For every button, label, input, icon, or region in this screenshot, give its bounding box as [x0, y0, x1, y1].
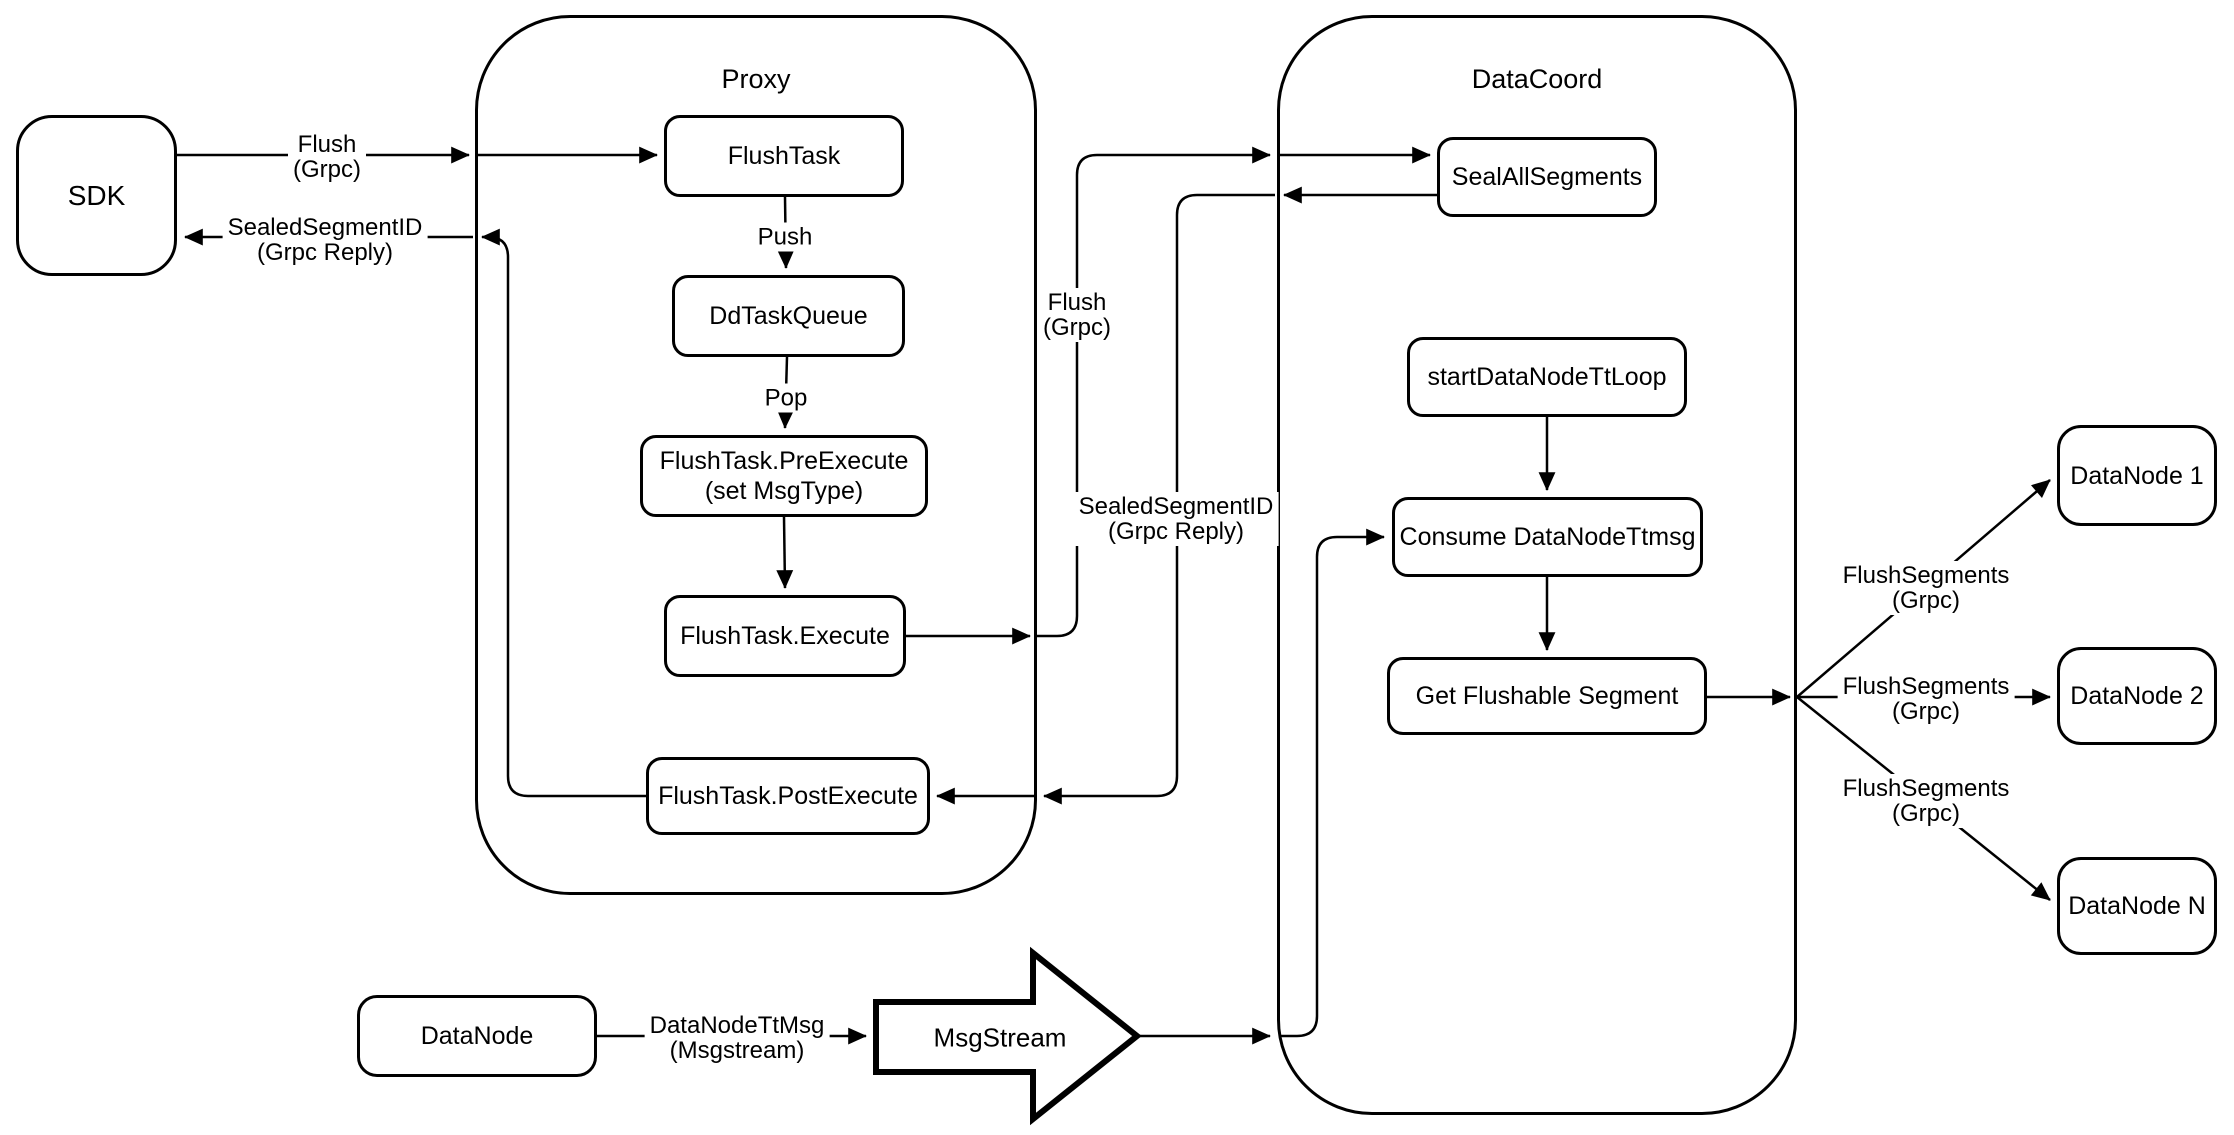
edge-label-flushsegments-1: FlushSegments (Grpc)	[1837, 561, 2015, 615]
datanode-node: DataNode	[357, 995, 597, 1077]
datacoord-container	[1277, 15, 1797, 1115]
edge-label-flush-grpc-corridor: Flush (Grpc)	[1038, 288, 1116, 342]
flushtask-postexecute-node: FlushTask.PostExecute	[646, 757, 930, 835]
edge-label-push: Push	[752, 222, 818, 252]
msgstream-label: MsgStream	[933, 1022, 1067, 1053]
consume-datanodettmsg-node: Consume DataNodeTtmsg	[1392, 497, 1703, 577]
ddtaskqueue-node: DdTaskQueue	[672, 275, 905, 357]
datanoden-node: DataNode N	[2057, 857, 2217, 955]
edge-preexecute-to-execute	[776, 516, 794, 589]
datacoord-title: DataCoord	[1471, 64, 1603, 94]
flushtask-preexecute-node: FlushTask.PreExecute (set MsgType)	[640, 435, 928, 517]
proxy-title: Proxy	[721, 64, 791, 94]
edge-label-pop: Pop	[759, 383, 813, 413]
edge-label-sealedsegmentid-corridor: SealedSegmentID (Grpc Reply)	[1073, 492, 1279, 546]
edge-label-sealedsegmentid-sdk: SealedSegmentID (Grpc Reply)	[222, 213, 428, 267]
flushtask-execute-node: FlushTask.Execute	[664, 595, 906, 677]
startdatanodettloop-node: startDataNodeTtLoop	[1407, 337, 1687, 417]
edge-label-datanodettmsg: DataNodeTtMsg (Msgstream)	[644, 1011, 830, 1065]
edge-ttmsg-up-to-consume	[1279, 528, 1385, 1038]
edge-label-flushsegments-3: FlushSegments (Grpc)	[1837, 774, 2015, 828]
get-flushable-segment-node: Get Flushable Segment	[1387, 657, 1707, 735]
sealallsegments-node: SealAllSegments	[1437, 137, 1657, 217]
datanode2-node: DataNode 2	[2057, 647, 2217, 745]
edge-label-flush-grpc-sdk: Flush (Grpc)	[288, 130, 366, 184]
edge-label-flushsegments-2: FlushSegments (Grpc)	[1837, 672, 2015, 726]
sdk-node: SDK	[16, 115, 177, 276]
flushtask-node: FlushTask	[664, 115, 904, 197]
msgstream-arrow-shape	[873, 946, 1142, 1126]
datanode1-node: DataNode 1	[2057, 425, 2217, 526]
proxy-container	[475, 15, 1037, 895]
edge-postexecute-out	[481, 228, 646, 798]
edge-flush-corridor	[1037, 146, 1271, 638]
